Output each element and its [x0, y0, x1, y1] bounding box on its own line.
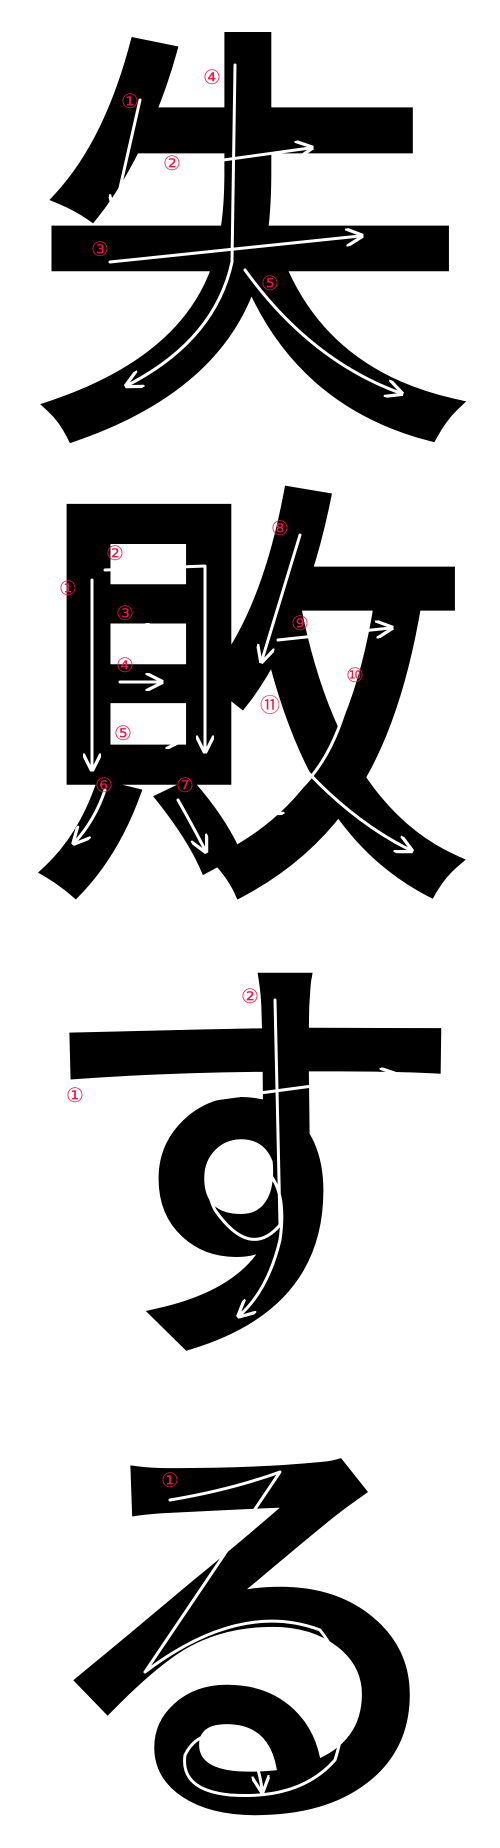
- stroke-path: [243, 268, 400, 393]
- stroke-number: ②: [241, 984, 259, 1008]
- character-block-3: す ① ②: [35, 917, 465, 1422]
- stroke-number: ⑦: [176, 773, 194, 797]
- stroke-number: ③: [116, 601, 134, 625]
- character-block-2: 敗 ① ② ③ ④ ⑤ ⑥ ⑦ ⑧ ⑨ ⑩ ⑪: [35, 452, 472, 957]
- stroke-path: [103, 564, 205, 750]
- stroke-number: ③: [91, 237, 109, 261]
- stroke-number: ⑤: [261, 271, 279, 295]
- stroke-number: ①: [59, 576, 77, 600]
- stroke-path: [115, 98, 142, 210]
- stroke-path: [262, 533, 302, 660]
- stroke-path: [268, 688, 352, 812]
- character-glyph: す: [35, 917, 465, 1422]
- stroke-path: [163, 148, 310, 170]
- stroke-number: ⑥: [95, 773, 113, 797]
- stroke-number: ⑪: [260, 693, 280, 717]
- stroke-path: [75, 788, 107, 842]
- stroke-path: [207, 998, 284, 1315]
- stroke-path: [263, 718, 410, 850]
- stroke-number: ④: [203, 65, 221, 89]
- character-block-4: る ①: [35, 1387, 465, 1848]
- stroke-path: [276, 628, 390, 642]
- stroke-number: ①: [161, 1468, 179, 1492]
- character-glyph: 敗: [35, 452, 472, 957]
- stroke-path: [93, 1075, 395, 1117]
- character-glyph: る: [35, 1387, 465, 1848]
- stroke-path: [108, 236, 360, 264]
- stroke-number: ②: [163, 151, 181, 175]
- stroke-path: [176, 798, 205, 850]
- character-block-1: 失 ① ② ③ ④ ⑤: [35, 0, 472, 502]
- stroke-number: ①: [121, 89, 139, 113]
- stroke-number: ④: [116, 653, 134, 677]
- stroke-number: ①: [66, 1083, 84, 1107]
- stroke-path: [143, 1470, 347, 1798]
- stroke-number: ⑨: [291, 611, 309, 635]
- stroke-number: ⑩: [346, 663, 364, 687]
- stroke-number: ②: [106, 541, 124, 565]
- stroke-path: [128, 63, 237, 385]
- character-glyph: 失: [35, 0, 472, 502]
- stroke-number: ⑧: [271, 516, 289, 540]
- stroke-number: ⑤: [114, 721, 132, 745]
